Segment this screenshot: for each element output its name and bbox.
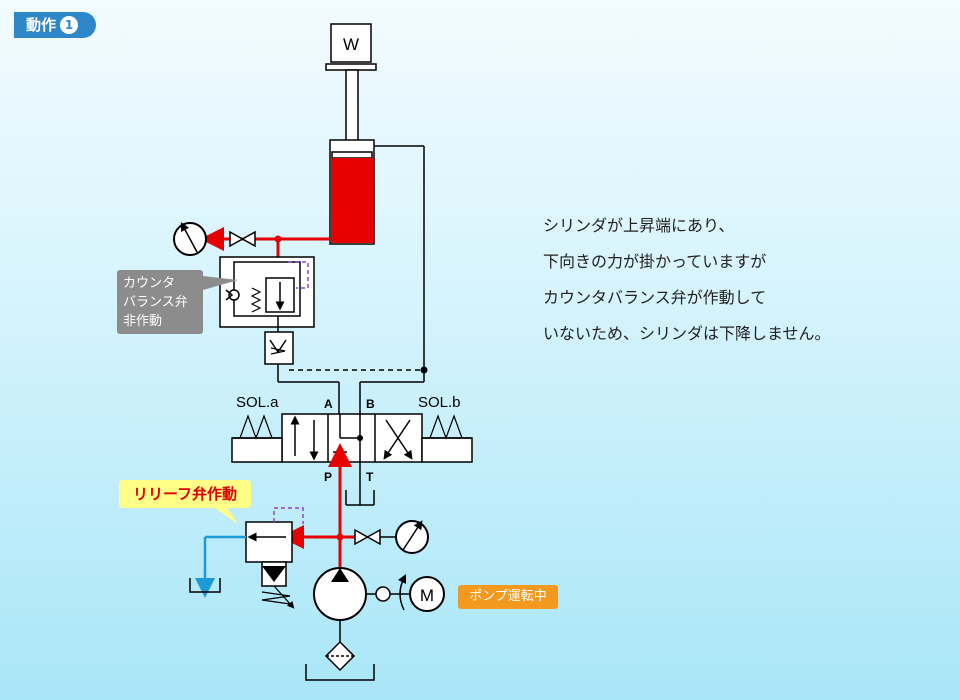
step-number: 1 <box>60 16 79 34</box>
port-a-label: A <box>324 397 333 411</box>
sol-b-label: SOL.b <box>418 394 461 411</box>
pilot-check-valve <box>264 316 340 414</box>
description-line-1: シリンダが上昇端にあり、 <box>543 216 735 235</box>
gauge-valve-upper <box>229 230 256 248</box>
counterbalance-label-line-1: カウンタ <box>123 276 176 291</box>
relief-callout-pointer <box>212 506 238 524</box>
load-weight: W <box>330 23 372 63</box>
electric-motor: M <box>409 576 445 612</box>
suction-filter-tank <box>305 620 375 681</box>
pressure-gauge-upper <box>173 222 207 256</box>
port-b-label: B <box>366 397 375 411</box>
gauge-valve-lower <box>354 528 396 546</box>
relief-return-line <box>189 535 246 598</box>
pump-running-label: ポンプ運転中 <box>458 585 558 609</box>
motor-label: M <box>420 586 434 605</box>
description-line-4: いないため、シリンダは下降しません。 <box>543 324 831 343</box>
description-text: シリンダが上昇端にあり、 下向きの力が掛かっていますが カウンタバランス弁が作動… <box>543 208 943 352</box>
relief-valve-label: リリーフ弁作動 <box>119 480 251 508</box>
description-line-3: カウンタバランス弁が作動して <box>543 288 767 307</box>
sol-a-label: SOL.a <box>236 394 279 411</box>
directional-control-valve <box>231 413 473 463</box>
counterbalance-label: カウンタ バランス弁 非作動 <box>117 270 203 334</box>
hydraulic-pump <box>313 567 410 621</box>
rod-side-line <box>359 145 428 414</box>
step-label: 動作 <box>26 16 57 34</box>
load-label: W <box>343 35 359 54</box>
port-p-label: P <box>324 470 332 484</box>
pressure-line-pump <box>280 443 355 568</box>
pressure-gauge-lower <box>395 520 429 554</box>
counterbalance-label-line-3: 非作動 <box>123 314 163 329</box>
description-line-2: 下向きの力が掛かっていますが <box>543 252 767 271</box>
tank-return-line <box>345 462 375 506</box>
counterbalance-callout-pointer <box>203 276 238 290</box>
hydraulic-cylinder <box>325 63 377 245</box>
port-t-label: T <box>366 470 374 484</box>
relief-valve <box>245 507 304 609</box>
counterbalance-valve <box>219 256 315 328</box>
counterbalance-label-line-2: バランス弁 <box>123 295 188 310</box>
